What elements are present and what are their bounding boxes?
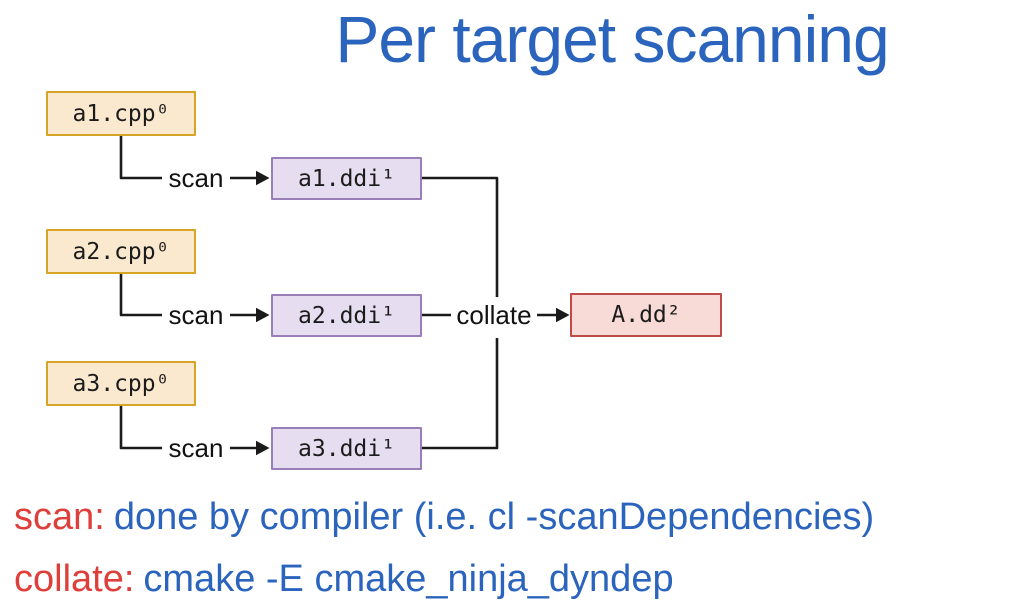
- connector-a1cpp-elbow: [119, 136, 162, 180]
- arrowhead-collate-icon: [556, 307, 570, 323]
- connector-a2cpp-elbow: [119, 273, 162, 317]
- connector-a3cpp-elbow: [119, 405, 162, 450]
- label-scan-2: scan: [168, 300, 224, 330]
- node-a1-cpp: a1.cpp⁰: [46, 91, 196, 136]
- label-scan-1: scan: [168, 163, 224, 193]
- legend-collate-line: collate:cmake -E cmake_ninja_dyndep: [14, 556, 674, 602]
- legend-scan-line: scan:done by compiler (i.e. cl -scanDepe…: [14, 494, 874, 540]
- connector-a1ddi-to-collate: [421, 176, 499, 297]
- legend-scan-desc: done by compiler (i.e. cl -scanDependenc…: [113, 496, 875, 538]
- connector-layer: [119, 136, 570, 456]
- node-a2-ddi: a2.ddi¹: [271, 294, 422, 337]
- label-collate: collate: [456, 300, 532, 330]
- label-scan-3: scan: [168, 433, 224, 463]
- node-a3-ddi: a3.ddi¹: [271, 427, 422, 470]
- legend-collate-desc: cmake -E cmake_ninja_dyndep: [143, 558, 674, 600]
- node-a-dd: A.dd²: [570, 293, 722, 337]
- arrowhead-scan3-icon: [256, 440, 270, 456]
- arrowhead-scan1-icon: [256, 170, 270, 186]
- node-a2-cpp: a2.cpp⁰: [46, 229, 196, 274]
- node-a1-ddi: a1.ddi¹: [271, 157, 422, 200]
- connector-a3ddi-to-collate: [421, 338, 499, 450]
- node-a3-cpp: a3.cpp⁰: [46, 361, 196, 406]
- legend-scan-term: scan:: [14, 496, 105, 538]
- arrowhead-scan2-icon: [256, 307, 270, 323]
- legend-collate-term: collate:: [14, 558, 135, 600]
- slide-title: Per target scanning: [335, 2, 889, 76]
